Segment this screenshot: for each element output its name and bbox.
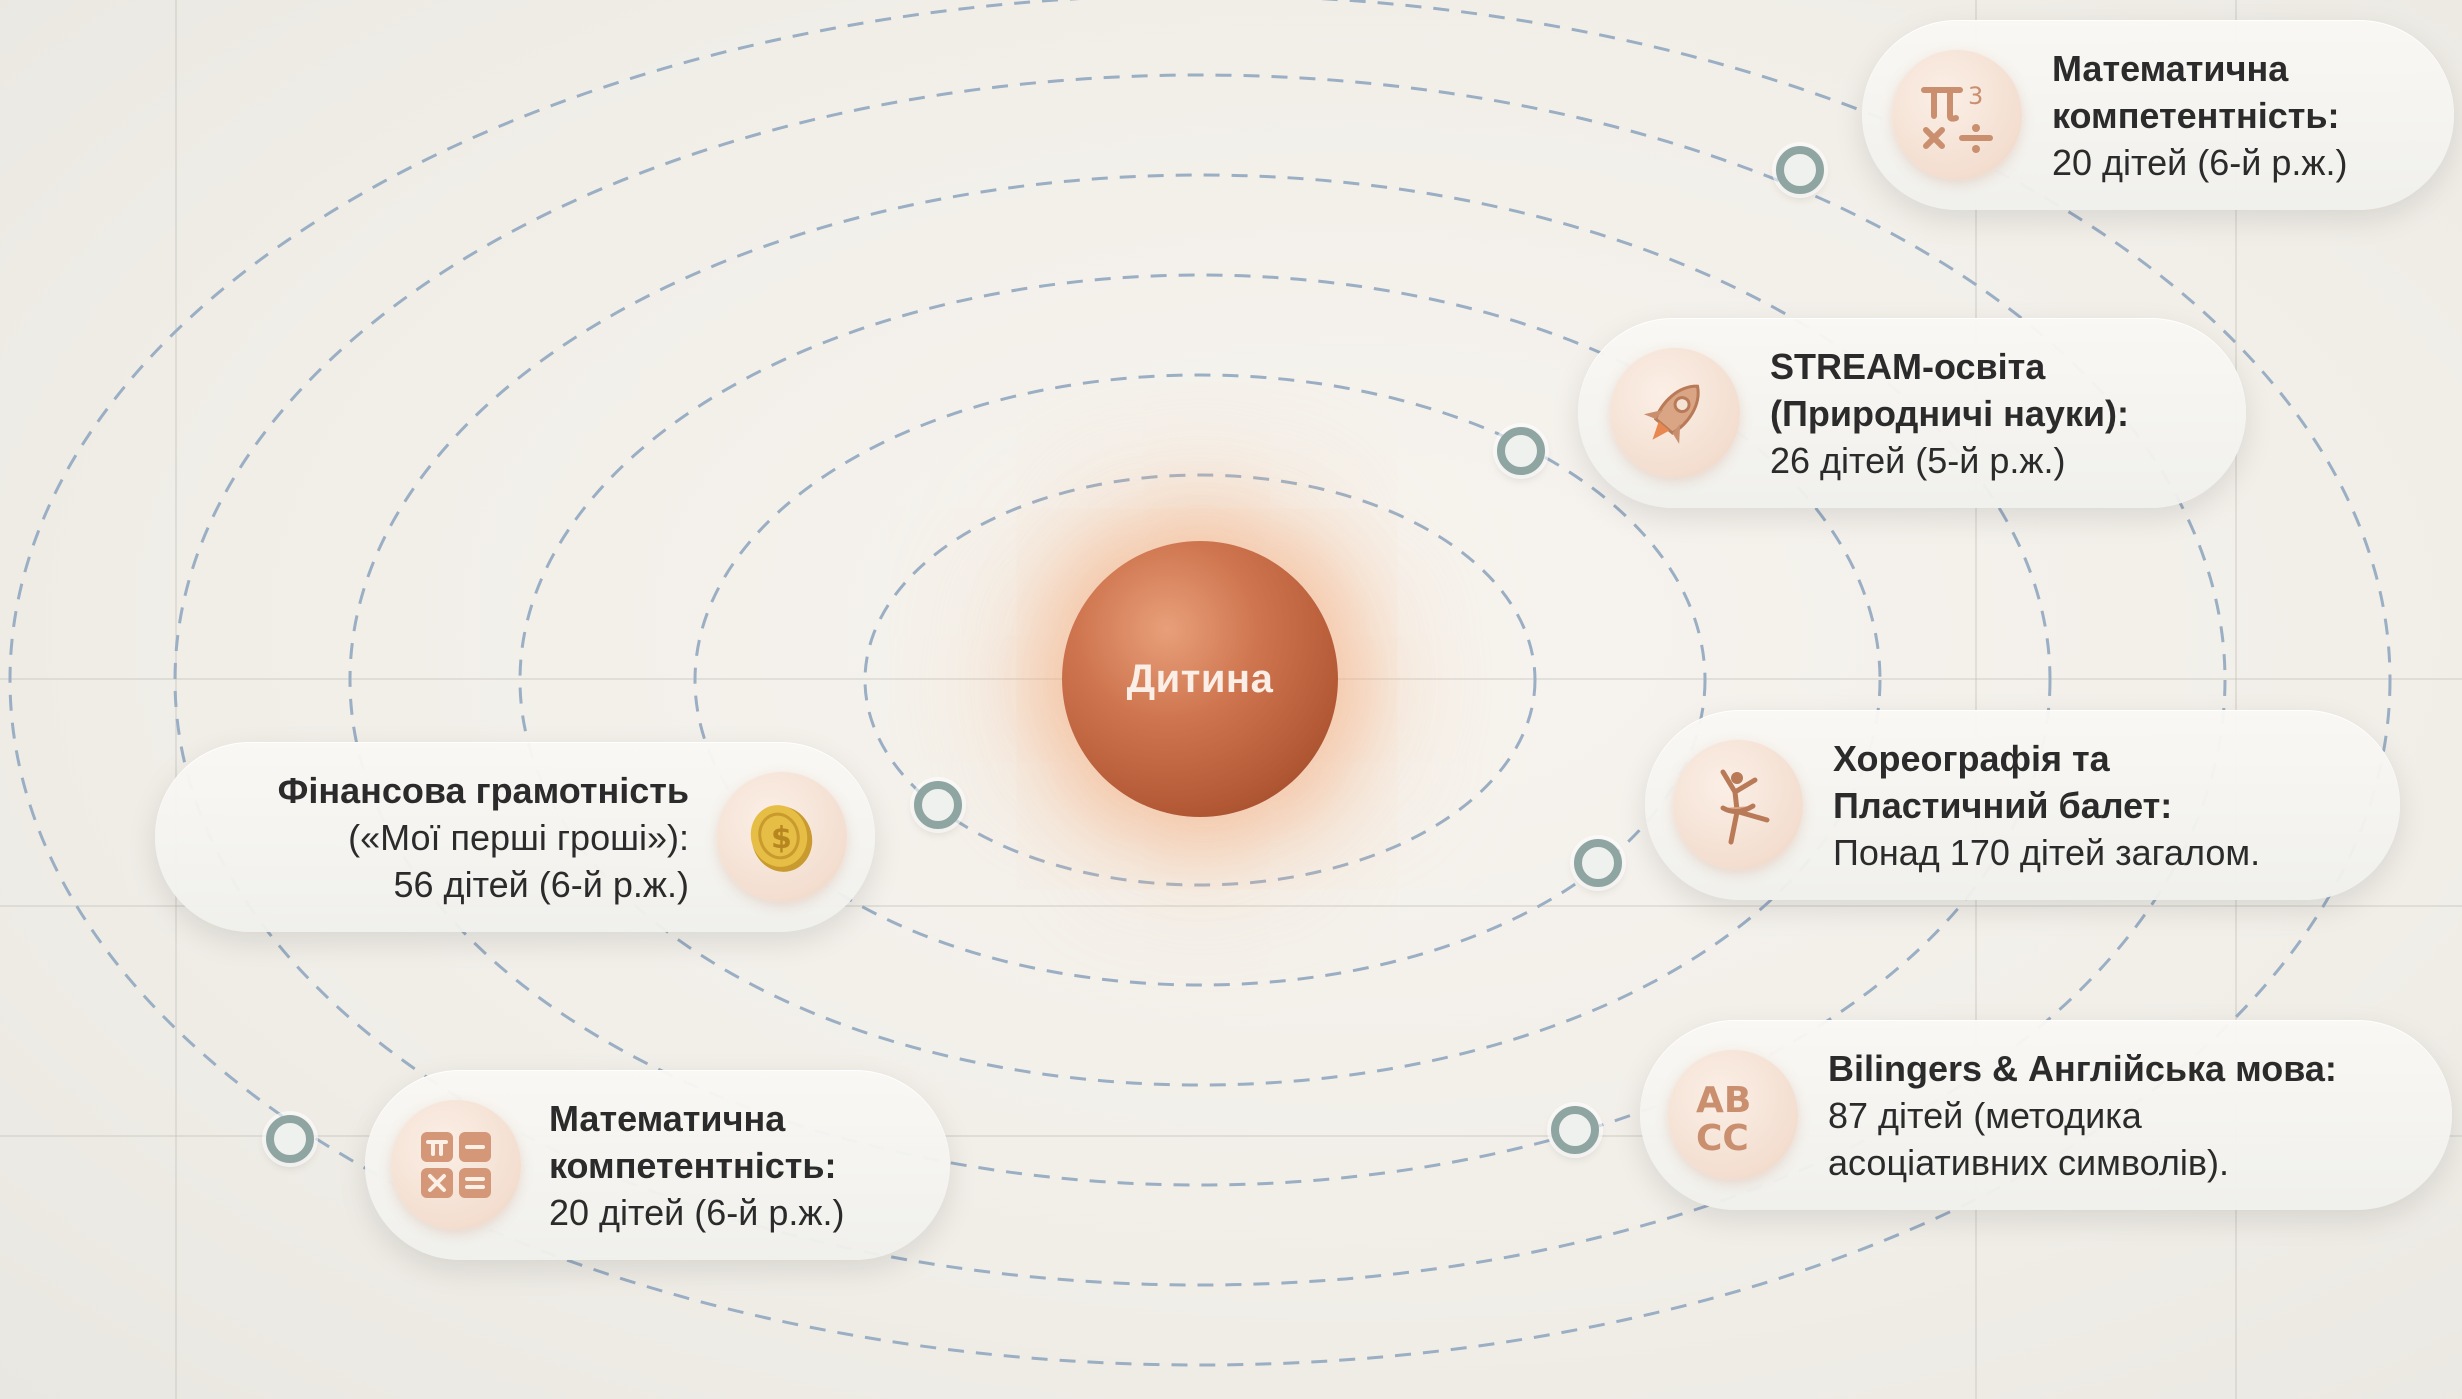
grid-line [2235, 0, 2237, 1399]
card-title-line: Пластичний балет: [1833, 784, 2173, 826]
card-detail-line: 20 дітей (6-й р.ж.) [2052, 141, 2348, 183]
card-title-line: Фінансова грамотність [277, 769, 689, 811]
math-symbols-icon: 3 [1892, 50, 2022, 180]
card-title-line: компетентність: [549, 1144, 837, 1186]
card-financial-literacy: Фінансова грамотність («Мої перші гроші»… [155, 742, 875, 932]
grid-line [1975, 0, 1977, 1399]
card-detail-line: асоціативних символів). [1828, 1141, 2229, 1183]
card-title-line: Математична [549, 1097, 786, 1139]
svg-text:CC: CC [1696, 1118, 1749, 1159]
orbit-1 [863, 473, 1537, 887]
card-detail-line: («Мої перші гроші»): [348, 816, 689, 858]
rocket-icon [1610, 348, 1740, 478]
calculator-icon [391, 1100, 521, 1230]
orbit-node-english [1551, 1106, 1599, 1154]
card-title-line: STREAM-освіта [1770, 345, 2046, 387]
grid-line [0, 905, 2462, 907]
card-stream-education: STREAM-освіта (Природничі науки): 26 діт… [1578, 318, 2246, 508]
ballerina-icon [1673, 740, 1803, 870]
center-planet: Дитина [1062, 541, 1338, 817]
card-detail-line: 56 дітей (6-й р.ж.) [393, 863, 689, 905]
center-label: Дитина [1126, 656, 1274, 701]
orbit-node-finance [914, 781, 962, 829]
orbit-node-math-top [1776, 146, 1824, 194]
orbit-node-choreo [1574, 839, 1622, 887]
card-choreography: Хореографія та Пластичний балет: Понад 1… [1645, 710, 2400, 900]
orbit-node-stream [1497, 427, 1545, 475]
card-english-bilingers: AB CC Bilingers & Англійська мова: 87 ді… [1640, 1020, 2452, 1210]
svg-text:3: 3 [1968, 82, 1983, 110]
card-math-competence-top: 3 Математична компетентність: 20 дітей (… [1862, 20, 2454, 210]
orbit-3 [518, 273, 1882, 1087]
abc-letters-icon: AB CC [1668, 1050, 1798, 1180]
card-title-line: Bilingers & Англійська мова: [1828, 1047, 2337, 1089]
card-detail-line: Понад 170 дітей загалом. [1833, 831, 2261, 873]
card-title-line: (Природничі науки): [1770, 392, 2130, 434]
card-detail-line: 87 дітей (методика [1828, 1094, 2142, 1136]
card-detail-line: 26 дітей (5-й р.ж.) [1770, 439, 2066, 481]
orbit-2 [693, 373, 1707, 987]
orbit-6 [8, 0, 2392, 1367]
card-math-competence-bottom: Математична компетентність: 20 дітей (6-… [365, 1070, 950, 1260]
orbit-4 [348, 173, 2052, 1187]
card-title-line: Хореографія та [1833, 737, 2110, 779]
coin-icon: $ [717, 772, 847, 902]
orbit-5 [173, 73, 2227, 1287]
svg-text:$: $ [771, 821, 792, 856]
orbit-node-math-bottom [266, 1115, 314, 1163]
card-detail-line: 20 дітей (6-й р.ж.) [549, 1191, 845, 1233]
grid-line [0, 1135, 2462, 1137]
card-title-line: Математична [2052, 47, 2289, 89]
card-title-line: компетентність: [2052, 94, 2340, 136]
svg-text:AB: AB [1696, 1080, 1751, 1121]
